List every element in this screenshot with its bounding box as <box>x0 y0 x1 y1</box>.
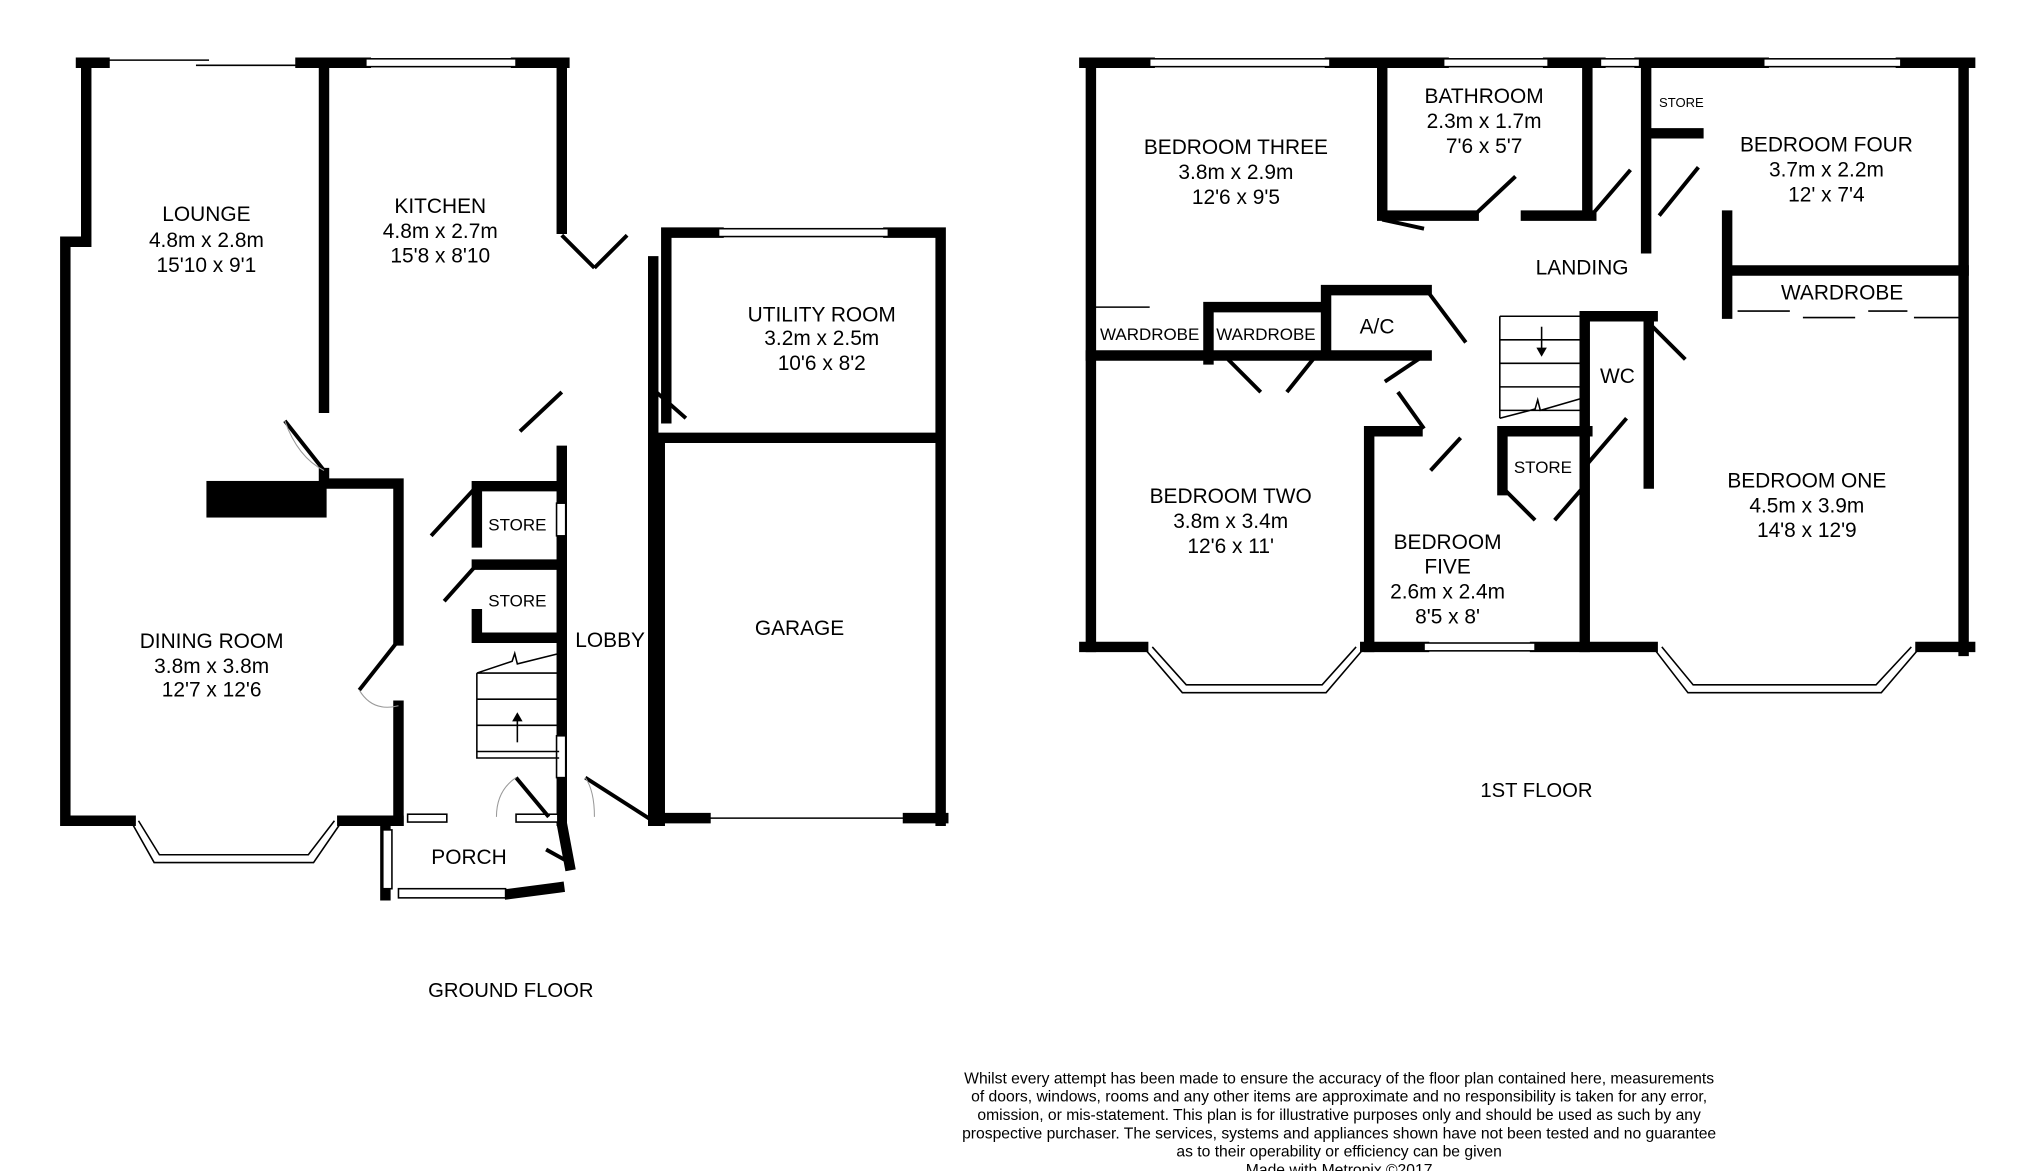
ground-stairs <box>476 650 560 759</box>
bedroom-two-imperial: 12'6 x 11' <box>1187 535 1274 558</box>
first-floor-plan <box>1079 57 1976 694</box>
bedroom-four-metric: 3.7m x 2.2m <box>1769 158 1884 181</box>
bedroom-two-label: BEDROOM TWO <box>1150 485 1312 508</box>
wardrobe-label: WARDROBE <box>1216 325 1315 344</box>
store-label: STORE <box>488 591 546 610</box>
disclaimer-line: omission, or mis-statement. This plan is… <box>977 1107 1701 1124</box>
dining-imperial: 12'7 x 12'6 <box>162 679 262 702</box>
wardrobe-label: WARDROBE <box>1781 281 1903 304</box>
porch-label: PORCH <box>431 846 506 869</box>
garage-label: GARAGE <box>755 617 844 640</box>
wc-label: WC <box>1600 365 1635 388</box>
store-label: STORE <box>1659 95 1704 110</box>
bedroom-three-imperial: 12'6 x 9'5 <box>1192 186 1280 209</box>
dining-label: DINING ROOM <box>140 630 284 653</box>
bedroom-five-label-2: FIVE <box>1424 556 1470 579</box>
disclaimer-line: of doors, windows, rooms and any other i… <box>971 1089 1707 1106</box>
kitchen-imperial: 15'8 x 8'10 <box>390 245 490 268</box>
bedroom-one-label: BEDROOM ONE <box>1727 469 1886 492</box>
lounge-imperial: 15'10 x 9'1 <box>157 254 257 277</box>
bathroom-imperial: 7'6 x 5'7 <box>1446 135 1523 158</box>
bedroom-four-label: BEDROOM FOUR <box>1740 134 1913 157</box>
kitchen-window <box>365 58 517 68</box>
disclaimer-line: Whilst every attempt has been made to en… <box>964 1070 1714 1087</box>
bedroom-five-imperial: 8'5 x 8' <box>1415 605 1480 628</box>
bedroom-three-label: BEDROOM THREE <box>1144 136 1328 159</box>
first-floor-stairs <box>1499 315 1582 419</box>
bedroom-five-label: BEDROOM <box>1394 531 1502 554</box>
bedroom-one-metric: 4.5m x 3.9m <box>1749 494 1864 517</box>
utility-label: UTILITY ROOM <box>748 303 896 326</box>
lounge-metric: 4.8m x 2.8m <box>149 229 264 252</box>
bathroom-metric: 2.3m x 1.7m <box>1427 110 1542 133</box>
store-label: STORE <box>1514 458 1572 477</box>
first-floor-labels: BEDROOM THREE 3.8m x 2.9m 12'6 x 9'5 BAT… <box>1100 85 1913 802</box>
disclaimer-line: prospective purchaser. The services, sys… <box>962 1125 1716 1142</box>
utility-metric: 3.2m x 2.5m <box>764 327 879 350</box>
lounge-label: LOUNGE <box>162 203 250 226</box>
ground-floor-title: GROUND FLOOR <box>428 980 593 1002</box>
bedroom-five-metric: 2.6m x 2.4m <box>1390 581 1505 604</box>
disclaimer: Whilst every attempt has been made to en… <box>962 1070 1716 1171</box>
bathroom-label: BATHROOM <box>1425 85 1544 108</box>
ground-floor-plan <box>60 57 949 901</box>
wardrobe-label: WARDROBE <box>1100 325 1199 344</box>
kitchen-label: KITCHEN <box>394 195 486 218</box>
ac-label: A/C <box>1360 315 1395 338</box>
chimney-breast <box>206 480 327 518</box>
store-label: STORE <box>488 516 546 535</box>
landing-label: LANDING <box>1536 256 1629 279</box>
disclaimer-line: as to their operability or efficiency ca… <box>1176 1144 1501 1161</box>
lobby-label: LOBBY <box>575 629 645 652</box>
bedroom-two-metric: 3.8m x 3.4m <box>1173 510 1288 533</box>
kitchen-metric: 4.8m x 2.7m <box>383 220 498 243</box>
first-floor-title: 1ST FLOOR <box>1480 780 1592 802</box>
bedroom-three-metric: 3.8m x 2.9m <box>1178 161 1293 184</box>
utility-imperial: 10'6 x 8'2 <box>778 352 866 375</box>
metropix-credit: Made with Metropix ©2017 <box>1246 1162 1433 1171</box>
bedroom-one-imperial: 14'8 x 12'9 <box>1757 519 1857 542</box>
bedroom-four-imperial: 12' x 7'4 <box>1788 183 1865 206</box>
ground-floor-labels: LOUNGE 4.8m x 2.8m 15'10 x 9'1 KITCHEN 4… <box>140 195 896 1002</box>
dining-metric: 3.8m x 3.8m <box>154 655 269 678</box>
